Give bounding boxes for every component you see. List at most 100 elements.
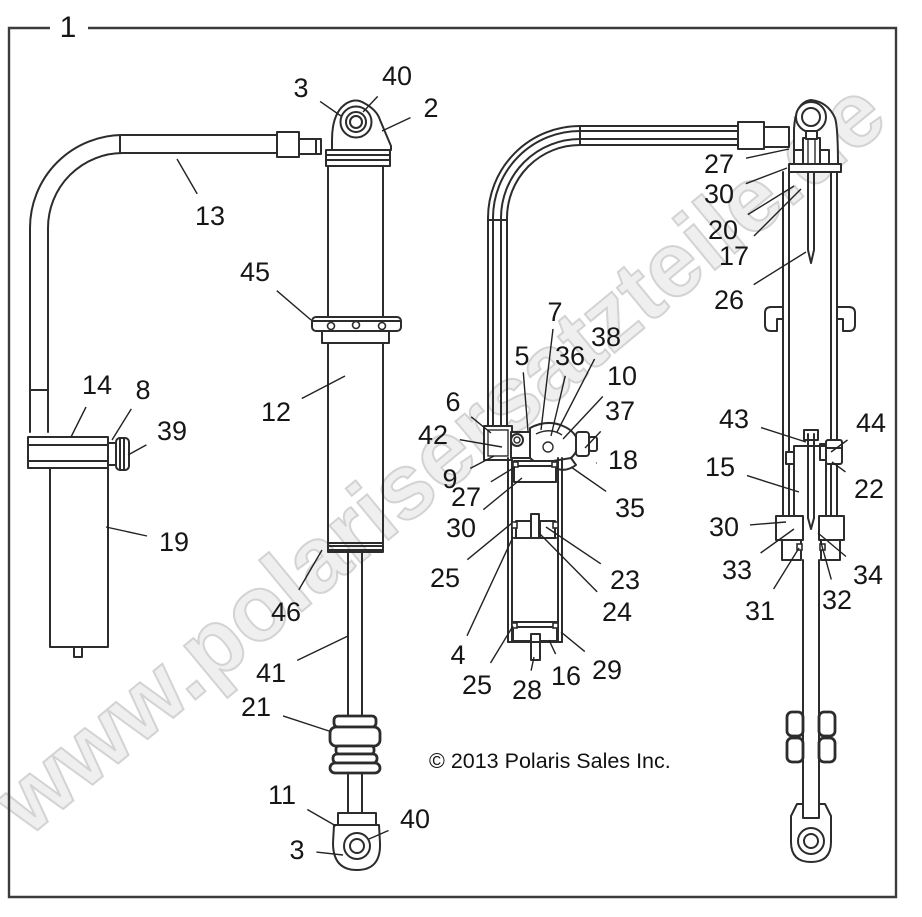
callout-label-5: 5 bbox=[514, 341, 529, 371]
leader-line bbox=[316, 851, 344, 856]
leader-line bbox=[584, 430, 602, 449]
leader-line bbox=[466, 536, 514, 637]
bump-stop-half-left bbox=[785, 710, 805, 738]
leader-line bbox=[111, 408, 132, 441]
callout-label-27: 27 bbox=[704, 149, 734, 179]
leader-line bbox=[562, 396, 604, 440]
hose-outer-line bbox=[29, 134, 278, 433]
leader-line bbox=[176, 158, 198, 195]
leader-line bbox=[746, 474, 800, 493]
callout-label-27: 27 bbox=[451, 482, 481, 512]
leader-line bbox=[548, 639, 557, 655]
rod-top bbox=[803, 429, 819, 441]
callout-label-18: 18 bbox=[608, 445, 638, 475]
top-cap bbox=[325, 149, 391, 167]
callout-label-3: 3 bbox=[289, 835, 304, 865]
leader-line bbox=[301, 375, 346, 400]
callout-label-40: 40 bbox=[382, 61, 412, 91]
watermark-layer: www.polarisersatzteile.de bbox=[0, 60, 905, 855]
hose-line-3 bbox=[500, 138, 741, 433]
leader-line bbox=[560, 631, 586, 653]
left-shock-assembly bbox=[27, 99, 402, 871]
leader-line bbox=[368, 829, 389, 840]
seal-head bbox=[775, 515, 804, 541]
leader-line bbox=[749, 521, 787, 526]
callout-label-46: 46 bbox=[271, 597, 301, 627]
callout-label-2: 2 bbox=[423, 93, 438, 123]
callout-label-29: 29 bbox=[592, 655, 622, 685]
body-bottom-cap bbox=[327, 542, 384, 553]
body-top-plate bbox=[788, 163, 842, 173]
callout-label-24: 24 bbox=[602, 597, 632, 627]
leader-line bbox=[831, 461, 846, 473]
center-reservoir-assembly bbox=[483, 125, 741, 661]
callout-label-33: 33 bbox=[722, 555, 752, 585]
right-shock-assembly bbox=[737, 99, 856, 863]
adjuster-cap bbox=[575, 431, 590, 457]
callout-label-39: 39 bbox=[157, 416, 187, 446]
callout-label-28: 28 bbox=[512, 675, 542, 705]
leader-line bbox=[105, 526, 148, 537]
leader-line bbox=[381, 116, 411, 132]
leader-line bbox=[819, 538, 832, 580]
leader-line bbox=[298, 549, 323, 591]
leader-line bbox=[760, 528, 795, 554]
bump-stop-half-right bbox=[817, 710, 837, 738]
callout-label-43: 43 bbox=[719, 404, 749, 434]
cap-stem bbox=[530, 633, 541, 661]
leader-line bbox=[817, 532, 847, 558]
callout-label-38: 38 bbox=[591, 322, 621, 352]
callout-label-22: 22 bbox=[854, 474, 884, 504]
reservoir-valve bbox=[115, 437, 130, 471]
drawing-frame: 1 bbox=[7, 11, 898, 899]
leader-line bbox=[745, 167, 788, 185]
callout-label-17: 17 bbox=[719, 241, 749, 271]
callout-label-35: 35 bbox=[615, 493, 645, 523]
callout-label-13: 13 bbox=[195, 201, 225, 231]
callout-label-25: 25 bbox=[430, 563, 460, 593]
hose-line-2 bbox=[492, 130, 741, 433]
upper-bolt bbox=[349, 115, 363, 129]
banjo-bolt bbox=[510, 433, 524, 447]
callout-label-26: 26 bbox=[714, 285, 744, 315]
bump-stop bbox=[332, 714, 378, 729]
callout-label-6: 6 bbox=[445, 387, 460, 417]
lower-bolt bbox=[349, 838, 365, 854]
reservoir bbox=[49, 467, 109, 648]
leader-line bbox=[745, 148, 790, 159]
leader-line bbox=[556, 358, 596, 433]
leader-line bbox=[753, 188, 802, 237]
leader-line bbox=[70, 406, 87, 438]
leader-line bbox=[276, 290, 312, 321]
hose-line-4 bbox=[506, 144, 741, 433]
leader-line bbox=[522, 372, 529, 432]
callout-label-31: 31 bbox=[745, 596, 775, 626]
callout-label-41: 41 bbox=[256, 658, 286, 688]
leader-line bbox=[540, 328, 554, 431]
callout-label-25: 25 bbox=[462, 670, 492, 700]
callout-label-9: 9 bbox=[442, 464, 457, 494]
body-clip-left bbox=[764, 306, 784, 332]
callout-label-45: 45 bbox=[240, 257, 270, 287]
callout-label-36: 36 bbox=[555, 341, 585, 371]
callout-label-15: 15 bbox=[705, 452, 735, 482]
leader-line bbox=[747, 185, 795, 216]
callout-label-12: 12 bbox=[261, 397, 291, 427]
floating-piston bbox=[530, 513, 540, 539]
leader-line bbox=[319, 100, 342, 117]
leader-line bbox=[296, 635, 349, 662]
callout-label-8: 8 bbox=[135, 375, 150, 405]
callout-label-3: 3 bbox=[293, 73, 308, 103]
callout-label-23: 23 bbox=[610, 565, 640, 595]
needle bbox=[807, 171, 815, 264]
leader-line bbox=[545, 526, 602, 565]
leader-line bbox=[760, 426, 807, 443]
leader-line bbox=[830, 439, 848, 453]
leader-line bbox=[490, 466, 516, 483]
callout-label-30: 30 bbox=[704, 179, 734, 209]
callout-label-44: 44 bbox=[856, 408, 886, 438]
callout-label-19: 19 bbox=[159, 527, 189, 557]
border-rect bbox=[7, 26, 898, 899]
